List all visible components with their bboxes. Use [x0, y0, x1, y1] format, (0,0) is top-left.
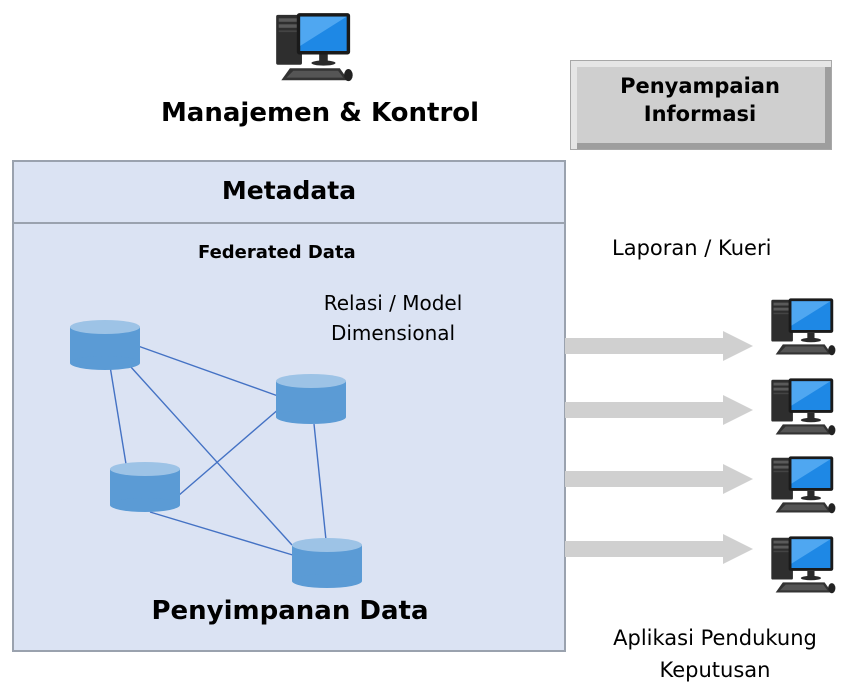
relational-line1: Relasi / Model [323, 291, 463, 315]
info-delivery-box [570, 60, 832, 150]
flow-arrow-4 [565, 534, 755, 564]
decision-computer-icon-1 [764, 294, 842, 366]
decision-apps-line2: Keputusan [659, 658, 771, 682]
federated-data-label: Federated Data [198, 242, 356, 263]
metadata-label: Metadata [221, 176, 357, 205]
database-icon-2 [276, 374, 346, 424]
flow-arrow-2 [565, 395, 755, 425]
database-icon-4 [292, 538, 362, 588]
info-delivery-label: Penyampaian Informasi [570, 72, 830, 128]
management-title: Manajemen & Kontrol [160, 98, 480, 128]
reports-label: Laporan / Kueri [612, 236, 772, 260]
relational-model-label: Relasi / Model Dimensional [298, 288, 488, 348]
decision-apps-line1: Aplikasi Pendukung [613, 626, 817, 650]
flow-arrow-3 [565, 464, 755, 494]
decision-computer-icon-2 [764, 374, 842, 446]
decision-computer-icon-4 [764, 532, 842, 604]
database-icon-3 [110, 462, 180, 512]
metadata-band [12, 160, 566, 224]
flow-arrow-1 [565, 331, 755, 361]
database-icon-1 [70, 320, 140, 370]
info-delivery-line2: Informasi [643, 102, 757, 126]
decision-computer-icon-3 [764, 452, 842, 524]
decision-apps-label: Aplikasi Pendukung Keputusan [590, 622, 840, 686]
storage-label: Penyimpanan Data [151, 596, 429, 626]
info-delivery-line1: Penyampaian [620, 74, 780, 98]
relational-line2: Dimensional [330, 321, 456, 345]
